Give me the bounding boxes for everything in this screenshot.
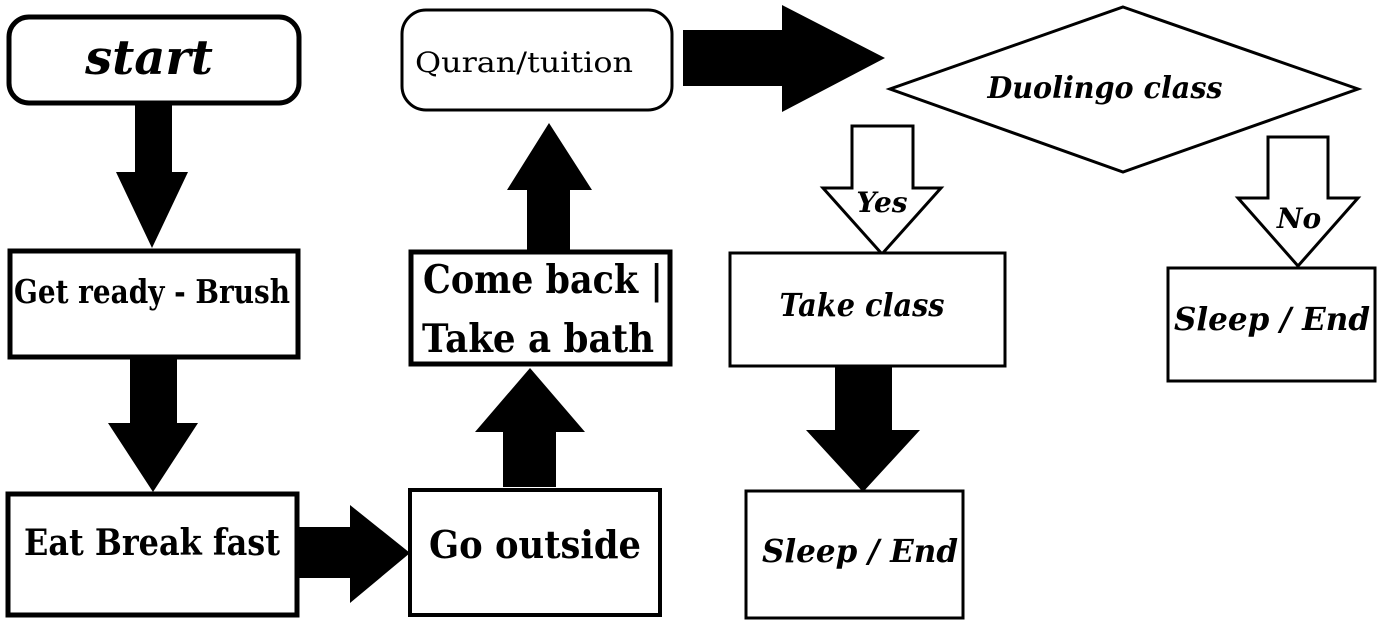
take-class-node bbox=[728, 251, 1007, 368]
go-outside-label: Go outside bbox=[429, 522, 641, 567]
eat-breakfast-node bbox=[5, 491, 300, 618]
sleep-end-no-node bbox=[1166, 266, 1377, 383]
yes-label: Yes bbox=[856, 186, 907, 219]
get-ready-node bbox=[7, 248, 301, 360]
duolingo-decision-node bbox=[885, 5, 1363, 174]
arrow-start-to-getready bbox=[116, 97, 188, 248]
eat-breakfast-label: Eat Break fast bbox=[24, 522, 280, 564]
sleep-end-yes-node bbox=[744, 489, 965, 620]
arrow-comeback-to-quran bbox=[507, 123, 592, 252]
duolingo-label: Duolingo class bbox=[987, 71, 1223, 106]
start-node bbox=[6, 14, 302, 106]
sleep-end-yes-label: Sleep / End bbox=[762, 532, 958, 570]
come-back-label-line1: Come back | bbox=[423, 257, 663, 303]
quran-tuition-label: Quran/tuition bbox=[415, 46, 633, 79]
arrow-outside-to-comeback bbox=[475, 368, 585, 487]
arrow-quran-to-duolingo bbox=[683, 5, 885, 112]
no-label: No bbox=[1276, 202, 1321, 235]
arrow-getready-to-breakfast bbox=[108, 358, 198, 492]
come-back-node bbox=[408, 249, 673, 367]
sleep-end-no-label: Sleep / End bbox=[1174, 300, 1370, 338]
go-outside-node bbox=[408, 488, 662, 617]
arrow-no-branch bbox=[1234, 135, 1362, 269]
arrow-yes-branch bbox=[819, 124, 945, 257]
take-class-label: Take class bbox=[780, 286, 945, 324]
come-back-label-line2: Take a bath bbox=[422, 316, 654, 362]
quran-tuition-node bbox=[400, 8, 674, 112]
start-label: start bbox=[84, 30, 213, 86]
get-ready-label: Get ready - Brush bbox=[14, 272, 290, 311]
arrow-breakfast-to-outside bbox=[298, 505, 410, 603]
arrow-takeclass-to-sleep bbox=[806, 366, 920, 492]
